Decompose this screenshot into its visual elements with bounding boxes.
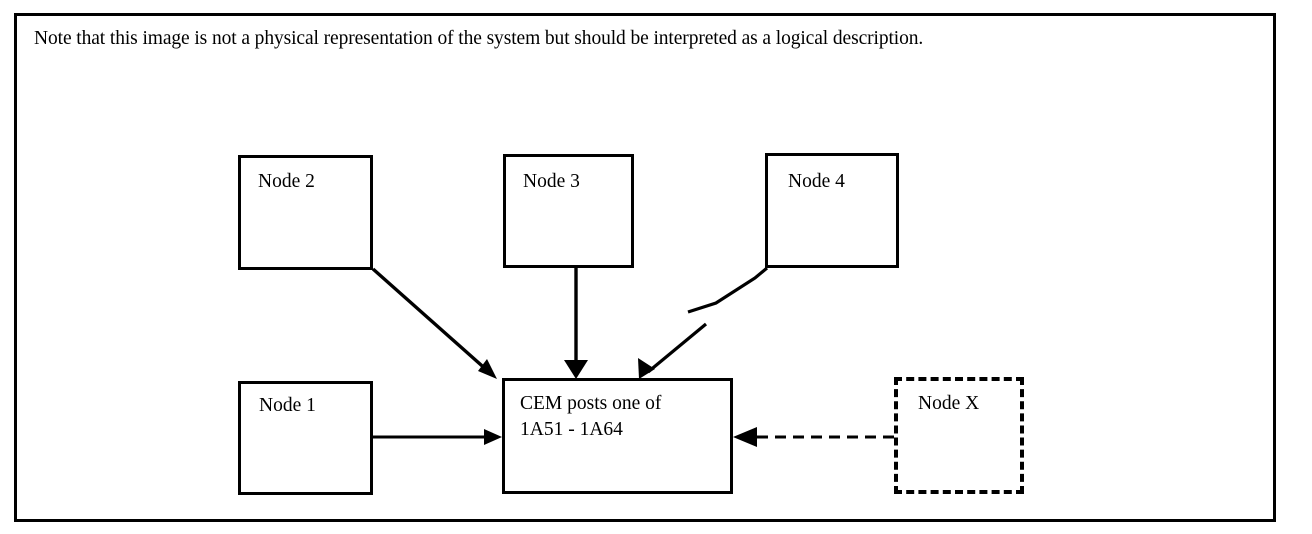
node-label-node3: Node 3: [523, 171, 580, 192]
node-box-node4[interactable]: [765, 153, 899, 268]
node-label-node2: Node 2: [258, 171, 315, 192]
node-box-nodex[interactable]: [894, 377, 1024, 494]
diagram-caption: Note that this image is not a physical r…: [34, 28, 924, 49]
node-box-node3[interactable]: [503, 154, 634, 268]
node-label-cem-line2: 1A51 - 1A64: [520, 419, 623, 440]
node-box-cem[interactable]: [502, 378, 733, 494]
node-box-node1[interactable]: [238, 381, 373, 495]
node-label-nodex: Node X: [918, 393, 980, 414]
node-label-cem-line1: CEM posts one of: [520, 393, 662, 414]
node-box-node2[interactable]: [238, 155, 373, 270]
node-label-node1: Node 1: [259, 395, 316, 416]
node-label-node4: Node 4: [788, 171, 845, 192]
